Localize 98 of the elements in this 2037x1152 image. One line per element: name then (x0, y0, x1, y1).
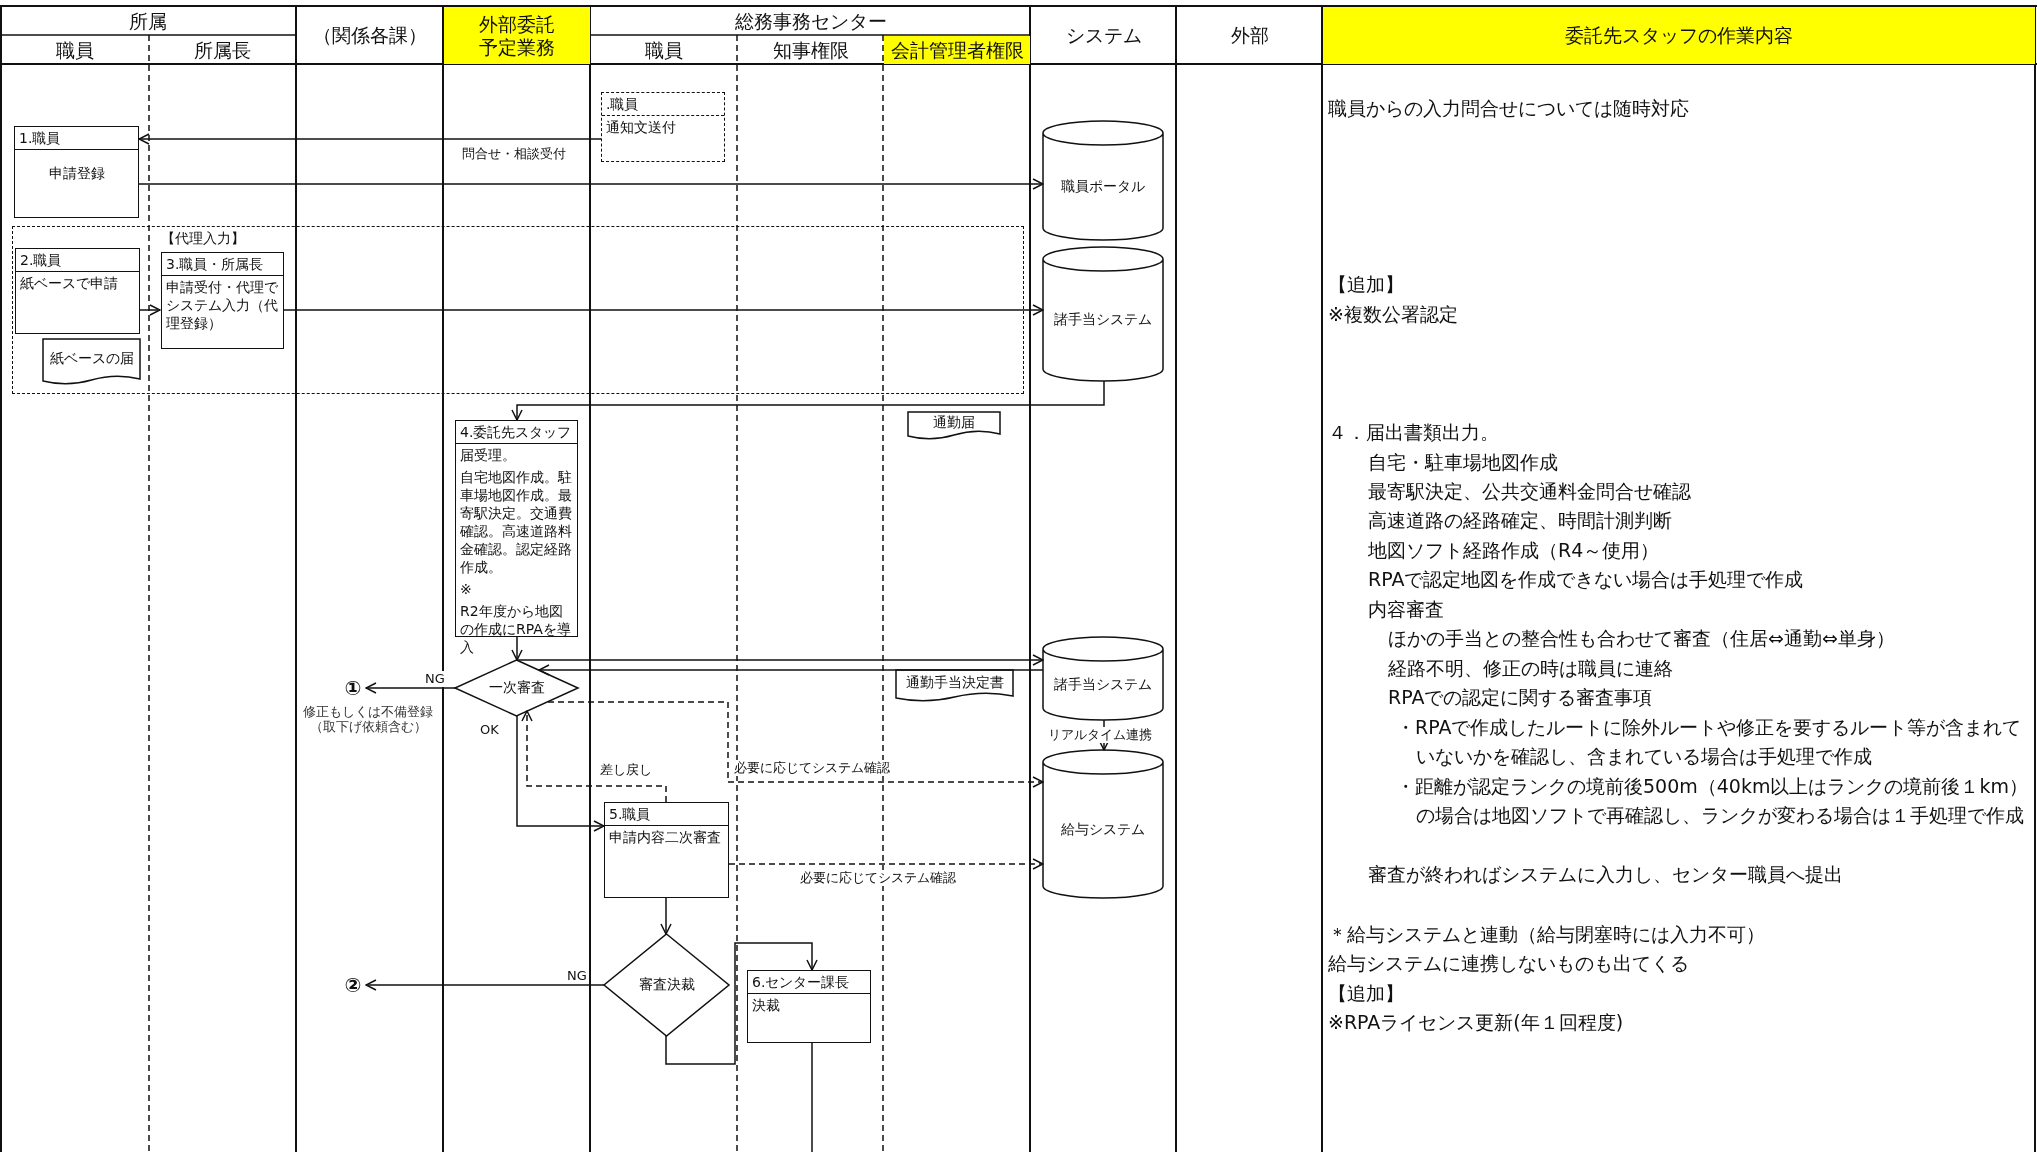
note-text: ＊給与システムと連動（給与閉塞時には入力不可） (1328, 922, 1766, 947)
note-text: 職員からの入力問合せについては随時対応 (1328, 96, 1690, 121)
shape-text: 審査決裁 (637, 975, 696, 994)
edge-label: 問合せ・相談受付 (460, 146, 568, 162)
column-header: 知事権限 (771, 37, 850, 63)
shape-text: 紙ベースの届 (48, 349, 135, 368)
arrow (521, 710, 667, 803)
column-header: 所属 (128, 8, 168, 34)
note-text: 【追加】 (1328, 981, 1405, 1006)
box-text: 通知文送付 (605, 118, 677, 137)
note-text: 最寄駅決定、公共交通料金問合せ確認 (1368, 479, 1692, 504)
note-text: 自宅・駐車場地図作成 (1368, 450, 1559, 475)
column-header: 職員 (644, 37, 684, 63)
note-text: ※RPAライセンス更新(年１回程度) (1328, 1010, 1625, 1035)
decision-diamond (604, 934, 729, 1036)
bullet-note: ・RPAで作成したルートに除外ルートや修正を要するルート等が含まれていないかを確認し、含まれている場合は手処理で作成 (1396, 715, 2023, 769)
database-cylinder (1043, 247, 1163, 381)
column-header: （関係各課） (312, 23, 428, 48)
node-caption: 修正もしくは不備登録（取下げ依頼含む） (302, 704, 434, 734)
column-header: 総務事務センター (733, 8, 888, 34)
box-text: 申請内容二次審査 (608, 828, 722, 847)
arrow (665, 942, 818, 1065)
shape-text: 一次審査 (487, 678, 546, 697)
box-text: ※ (459, 580, 473, 599)
database-cylinder (1043, 637, 1163, 720)
arrow (660, 897, 672, 935)
arrow (138, 304, 161, 316)
box-title: 6.センター課長 (748, 971, 870, 994)
shape-text: 諸手当システム (1053, 310, 1153, 329)
edge-label: NG (423, 671, 447, 687)
shape-text: 通勤届 (932, 413, 976, 432)
note-text: 給与システムに連携しないものも出てくる (1328, 951, 1690, 976)
database-cylinder (1043, 121, 1163, 240)
box-title: 4.委託先スタッフ (456, 421, 577, 444)
shape-text: 給与システム (1060, 820, 1146, 839)
arrow (138, 178, 1044, 190)
box-title: 3.職員・所属長 (162, 253, 283, 276)
document-shape (908, 412, 1000, 440)
note-text: ４．届出書類出力。 (1328, 420, 1500, 445)
shape-text: 職員ポータル (1060, 176, 1146, 196)
box-text: 自宅地図作成。駐車場地図作成。最寄駅決定。交通費確認。高速道路料金確認。認定経路作成。 (459, 468, 573, 577)
column-header: 所属長 (193, 37, 252, 63)
column-header: 会計管理者権限 (884, 36, 1030, 64)
arrow (538, 664, 1044, 676)
shape-text: 通勤手当決定書 (904, 673, 1005, 692)
note-text: 経路不明、修正の時は職員に連絡 (1388, 656, 1674, 681)
database-cylinder (1043, 750, 1163, 898)
dashed-group-frame (12, 226, 1024, 394)
shape-text: 諸手当システム (1053, 674, 1153, 694)
connector-number: ① (340, 676, 366, 700)
edge-label: 必要に応じてシステム確認 (798, 870, 958, 886)
box-heading: 【代理入力】 (161, 230, 245, 248)
arrow (516, 715, 605, 832)
document-shape (896, 670, 1013, 702)
note-text: RPAで認定地図を作成できない場合は手処理で作成 (1368, 567, 1805, 592)
bullet-note: ・距離が認定ランクの境前後500m（40km以上はランクの境前後１km）の場合は地図ソフトで再確認し、ランクが変わる場合は１手処理で作成 (1396, 774, 2029, 828)
note-text: 高速道路の経路確定、時間計測判断 (1368, 508, 1673, 533)
arrow (511, 380, 1105, 421)
connector-number: ② (340, 973, 366, 997)
box-title: 1.職員 (15, 127, 138, 150)
box-title: 2.職員 (16, 249, 139, 272)
column-header: 外部委託予定業務 (444, 7, 590, 64)
note-text: ほかの手当との整合性も合わせて審査（住居⇔通勤⇔単身） (1388, 626, 1896, 651)
box-title: 5.職員 (605, 803, 728, 826)
box-text: 紙ベースで申請 (19, 274, 119, 293)
column-header: 職員 (54, 37, 95, 63)
column-header: 外部 (1229, 23, 1270, 48)
arrow (728, 858, 1044, 870)
box-text: 申請受付・代理でシステム入力（代理登録） (165, 278, 279, 333)
note-text: RPAでの認定に関する審査事項 (1388, 685, 1654, 710)
arrow (516, 654, 1044, 666)
arrow (365, 682, 456, 694)
box-text: 届受理。 (459, 446, 517, 465)
column-header: システム (1064, 23, 1143, 48)
note-text: 【追加】 (1328, 272, 1405, 297)
edge-label: 必要に応じてシステム確認 (732, 760, 892, 776)
note-text: 内容審査 (1368, 597, 1445, 622)
process-box (15, 248, 140, 334)
box-text: 決裁 (751, 996, 781, 1015)
note-text: ※複数公署認定 (1328, 302, 1459, 327)
process-box (601, 92, 725, 162)
connector-line (811, 1042, 813, 1152)
process-box (604, 802, 729, 898)
box-text: R2年度から地図の作成にRPAを導入 (459, 602, 572, 657)
arrow (547, 701, 1044, 788)
process-box (14, 126, 139, 218)
decision-diamond (455, 660, 578, 716)
box-text: 申請登録 (47, 164, 106, 183)
column-header: 委託先スタッフの作業内容 (1323, 7, 2035, 64)
arrow (365, 979, 605, 991)
arrow (511, 636, 523, 661)
arrow (282, 304, 1044, 316)
box-title: .職員 (602, 93, 724, 116)
arrow (138, 133, 602, 145)
note-text: 審査が終わればシステムに入力し、センター職員へ提出 (1368, 862, 1844, 887)
note-text: 地図ソフト経路作成（R4～使用） (1368, 538, 1661, 563)
document-shape (43, 339, 140, 385)
process-box (747, 970, 871, 1043)
